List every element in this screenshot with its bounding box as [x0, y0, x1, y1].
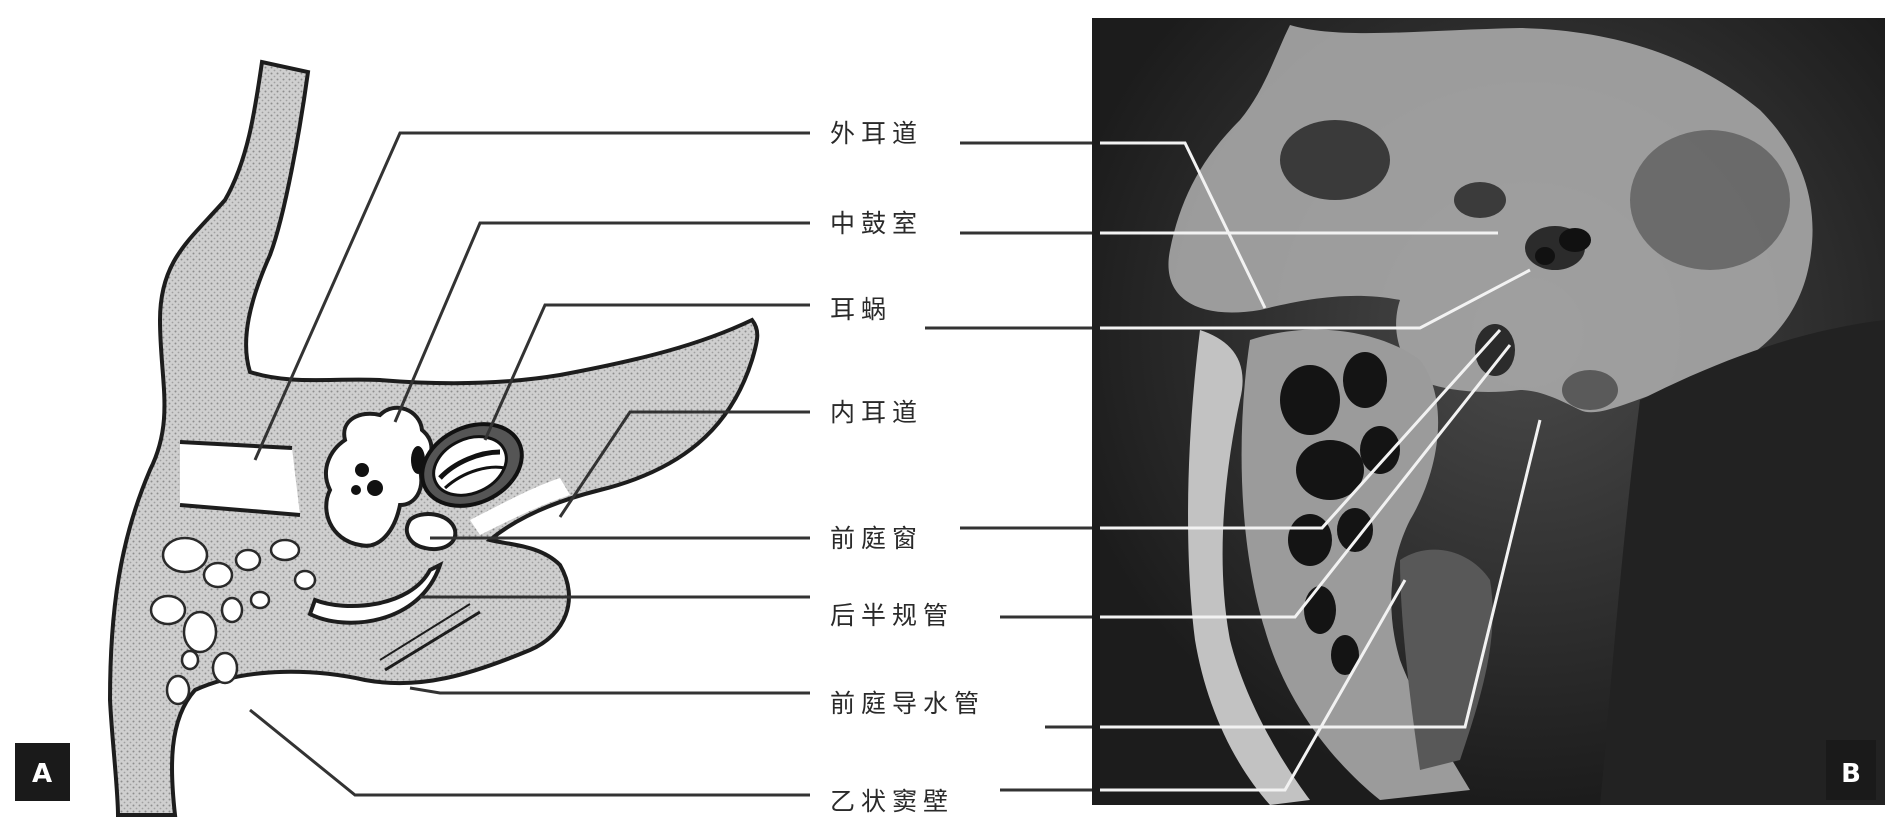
panel-b-letter: B: [1841, 759, 1861, 789]
panel-b-badge: [1826, 740, 1876, 800]
label-sigmoid-sinus-wall: 乙状窦壁: [830, 787, 954, 816]
center-labels: 外耳道 中鼓室 耳蜗 内耳道 前庭窗 后半规管 前庭导水管 乙状窦壁: [830, 119, 1092, 816]
label-posterior-semicircular-canal: 后半规管: [830, 601, 954, 630]
label-external-auditory-canal: 外耳道: [830, 119, 923, 148]
ct-mastoid-cells: [1280, 352, 1400, 675]
panel-a-leader-lines: [249, 131, 810, 797]
label-internal-auditory-canal: 内耳道: [830, 398, 923, 427]
external-canal-shape: [180, 442, 300, 515]
oval-window-shape: [404, 512, 458, 551]
cochlea-shape: [420, 422, 524, 508]
temporal-bone-outline: [107, 59, 760, 817]
panel-a-badge: [15, 743, 70, 801]
mastoid-air-cells: [149, 536, 317, 706]
panel-b-leader-lines: [1100, 141, 1542, 792]
label-tympanic-cavity: 中鼓室: [830, 209, 923, 238]
label-cochlea: 耳蜗: [830, 295, 892, 324]
label-oval-window: 前庭窗: [830, 524, 923, 553]
middle-ear-cavity: [324, 405, 434, 548]
panel-b-ct-scan: B: [1092, 18, 1885, 805]
ct-mastoid-wall: [1241, 329, 1470, 800]
panel-a-letter: A: [32, 759, 52, 789]
panel-a-drawing: A: [15, 59, 810, 817]
label-vestibular-aqueduct: 前庭导水管: [830, 689, 985, 718]
semicircular-canal-shape: [307, 561, 444, 625]
internal-canal-shape: [470, 478, 570, 535]
